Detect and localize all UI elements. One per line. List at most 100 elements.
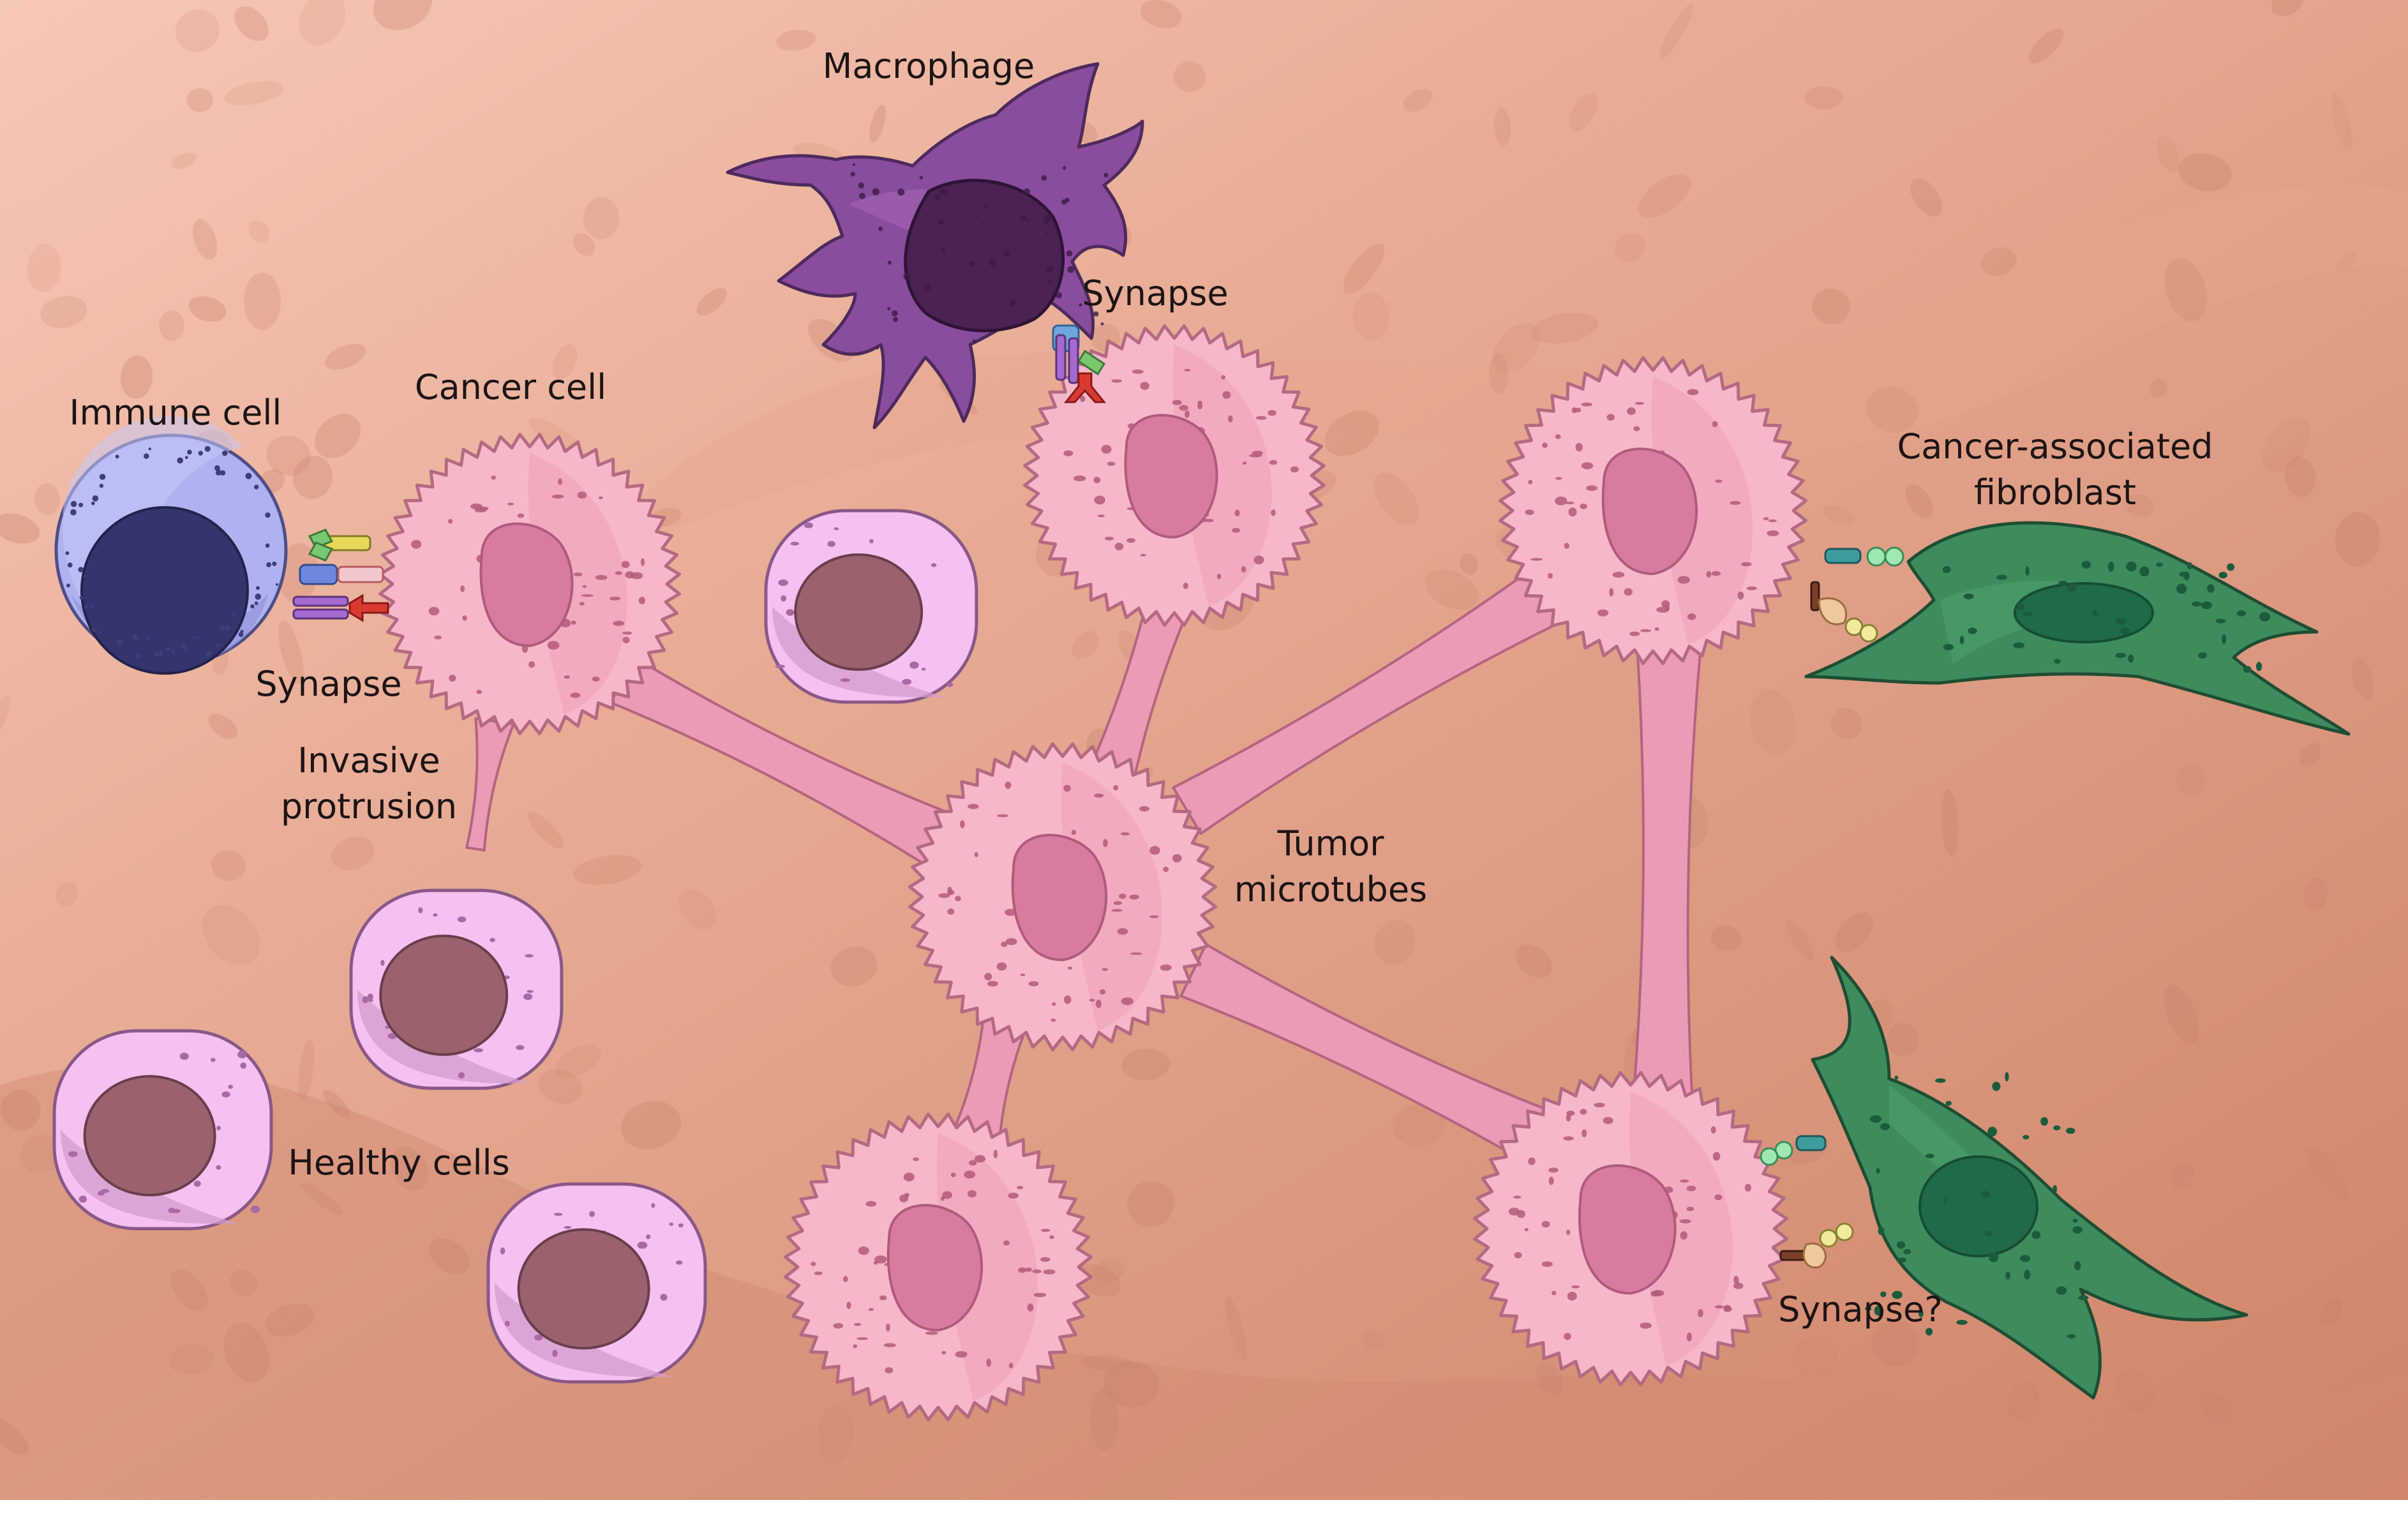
fibroblast-granule (1918, 1310, 1924, 1317)
tissue-speck (1871, 1319, 1920, 1367)
tissue-speck (2336, 251, 2358, 271)
healthy-cell-granule (786, 609, 795, 616)
healthy-cell-granule (221, 1091, 230, 1098)
tissue-speck (192, 219, 218, 260)
immune-cell-granule (266, 562, 271, 567)
tissue-speck (1638, 174, 1691, 218)
macrophage-granule (853, 163, 856, 166)
tissue-speck (776, 29, 816, 51)
cancer-cell-granule (1008, 1362, 1013, 1368)
cancer-cell-granule (547, 641, 560, 650)
cancer-cell-granule (883, 1343, 896, 1347)
tissue-speck (2171, 1162, 2195, 1190)
healthy-cell-shading (495, 1283, 673, 1377)
tissue-speck (1352, 292, 1390, 340)
healthy-cell-granule (909, 661, 919, 669)
cancer-cell-granule (1269, 460, 1278, 465)
tissue-speck (572, 232, 595, 257)
healthy-cell-nucleus (83, 1075, 216, 1197)
cancer-cell-granule (1118, 894, 1126, 899)
cancer-cell-granule (558, 478, 562, 485)
healthy-cell-granule (669, 1222, 674, 1226)
cancer-cell-granule (1130, 952, 1142, 956)
tissue-speck (27, 244, 61, 292)
cancer-cell-granule (1114, 543, 1124, 551)
tissue-speck (2305, 1145, 2347, 1200)
tissue-speck (1121, 1048, 1170, 1081)
tissue-speck (527, 812, 564, 849)
tissue-speck (1710, 925, 1742, 952)
label-caf-line2: fibroblast (1974, 472, 2136, 513)
label-invasive-line1: Invasive (297, 740, 440, 781)
cancer-cell-granule (1606, 414, 1615, 421)
immune-cell-granule (99, 483, 104, 488)
cancer-cell-granule (1041, 1229, 1051, 1233)
cancer-cell-granule (1712, 421, 1718, 428)
tissue-speck (2164, 984, 2199, 1044)
healthy-cell-granule (250, 1205, 260, 1213)
cancer-cell-granule (996, 962, 1007, 971)
immune-cell-granule (191, 637, 195, 640)
cancer-cell-granule (948, 890, 955, 895)
fibroblast-granule (1988, 1252, 1999, 1263)
cancer-cell-granule (1129, 894, 1140, 900)
healthy-cell-granule (660, 1294, 668, 1301)
tissue-speck (2303, 877, 2328, 911)
fibroblast-granule (1870, 1115, 1881, 1123)
cancer-cell-granule (964, 1171, 976, 1179)
fibroblast-granule (2120, 627, 2130, 635)
cancer-cell-granule (1271, 509, 1276, 516)
immune-cell-granule (92, 627, 96, 633)
invasive-protrusion (465, 717, 515, 852)
fibroblast-granule (1943, 643, 1954, 650)
cancer-cell-shading (936, 1133, 1038, 1401)
cancer-cell-granule (631, 572, 643, 580)
cancer-cell-granule (1566, 1114, 1571, 1121)
tissue-speck (538, 1069, 583, 1104)
cancer-cell-granule (622, 631, 632, 635)
cancer-cell-granule (1541, 1261, 1553, 1267)
fibroblast-granule (1897, 1257, 1906, 1263)
healthy-cell-granule (552, 1349, 558, 1357)
tissue-speck (2156, 135, 2180, 172)
immune-cell-granule (220, 470, 226, 476)
healthy-cell-granule (827, 541, 835, 547)
tissue-speck (0, 1417, 29, 1455)
cancer-cell-right-top (1499, 356, 1807, 665)
cancer-cell-granule (1104, 536, 1114, 541)
cancer-cell-granule (1197, 400, 1203, 410)
healthy-cell-granule (527, 990, 534, 993)
diagram-labels: Macrophage Synapse Immune cell Cancer ce… (70, 46, 2213, 1330)
fibroblast-granule (1894, 1076, 1899, 1080)
tissue-speck (1393, 1104, 1446, 1147)
cancer-cell-granule (1650, 1291, 1661, 1297)
cancer-cell-granule (1268, 410, 1276, 416)
immune-cell-granule (214, 465, 220, 471)
healthy-cell-granule (367, 993, 373, 1000)
fibroblast-granule (1865, 1306, 1872, 1311)
fibroblast-granule (2025, 566, 2030, 576)
fibroblast-granule (1968, 627, 1977, 634)
tissue-speck (2198, 1390, 2231, 1423)
tissue-speck (2335, 512, 2381, 567)
fibroblast-granule (1984, 1231, 1993, 1236)
cancer-cell-granule (1253, 555, 1264, 565)
cancer-cell-granule (1680, 1179, 1689, 1183)
immune-cell-granule (254, 601, 258, 605)
cancer-cell-granule (1679, 1219, 1691, 1224)
fibroblast-granule (2207, 584, 2215, 593)
cancer-cell-granule (1020, 973, 1026, 977)
immune-cell-granule (158, 650, 163, 656)
cancer-cell-granule (460, 585, 465, 592)
tissue-speck (1127, 1180, 1174, 1227)
tissue-speck (1343, 243, 1385, 294)
macrophage-granule (903, 273, 911, 280)
cancer-cell-nucleus (1124, 414, 1218, 539)
fibroblast-granule (2074, 1261, 2081, 1271)
tissue-speck (1659, 4, 1694, 59)
tissue-speck (2115, 1370, 2156, 1413)
fibroblast-granule (1942, 566, 1951, 573)
cancer-cell-granule (1097, 514, 1105, 518)
cancer-cell-granule (1103, 839, 1108, 848)
healthy-cell-granule (368, 998, 373, 1002)
